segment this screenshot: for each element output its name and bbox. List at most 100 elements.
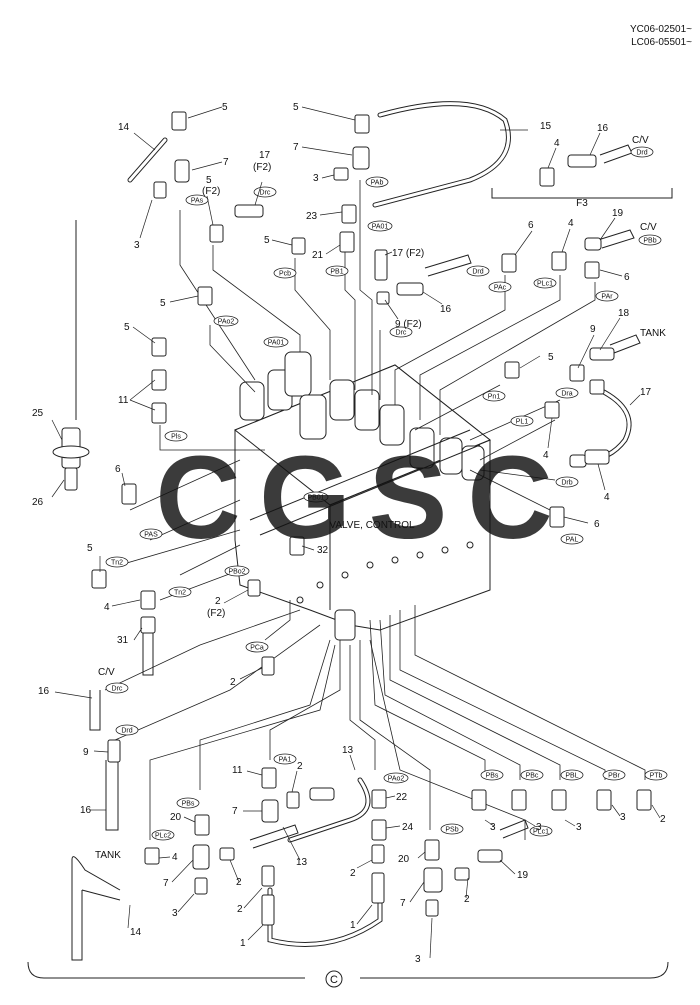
port-tag-pao2: PAo2 <box>213 315 239 327</box>
label-n25: 25 <box>32 408 44 419</box>
label-n11b: 11 <box>232 765 243 776</box>
svg-text:Tn2: Tn2 <box>111 560 123 567</box>
hose-inner <box>128 102 631 946</box>
port-tag-drd-lower: Drd <box>115 724 139 736</box>
port-tag-dra: Dra <box>555 387 579 399</box>
label-n7c: 7 <box>232 806 238 817</box>
svg-text:PAL: PAL <box>566 537 579 544</box>
part-labels: 5 14 7 3 5 (F2) 17 (F2) 5 7 3 15 23 4 16… <box>32 102 666 965</box>
port-tag-tn2-a: Tn2 <box>105 556 129 568</box>
label-n1a: 1 <box>240 938 246 949</box>
port-tag-pls: Pls <box>164 430 188 442</box>
svg-text:PBs: PBs <box>486 773 499 780</box>
label-tank-b: TANK <box>95 850 121 861</box>
label-n9f2: 9 (F2) <box>395 319 422 330</box>
svg-text:PB01: PB01 <box>307 495 324 502</box>
svg-text:PA01: PA01 <box>372 224 389 231</box>
label-f2b: (F2) <box>253 162 271 173</box>
leader-lines <box>104 180 646 840</box>
label-n13a: 13 <box>342 745 354 756</box>
svg-text:PAS: PAS <box>144 532 158 539</box>
label-n4d: 4 <box>604 492 610 503</box>
label-n6b: 6 <box>624 272 630 283</box>
label-n6d: 6 <box>594 519 600 530</box>
label-f2a: (F2) <box>202 186 220 197</box>
port-tag-par: PAr <box>595 290 619 302</box>
port-tag-drd-cv: Drd <box>630 146 654 158</box>
port-tag-pb1: PB1 <box>325 265 349 277</box>
label-n9b: 9 <box>83 747 89 758</box>
svg-text:Dra: Dra <box>561 391 572 398</box>
label-n2b: 2 <box>230 677 236 688</box>
svg-text:PLc1: PLc1 <box>537 281 553 288</box>
label-n3a: 3 <box>134 240 140 251</box>
label-n5d: 5 <box>160 298 166 309</box>
label-n4e: 4 <box>104 602 110 613</box>
label-n2f: 2 <box>464 894 470 905</box>
f3-group-bracket <box>491 188 673 199</box>
port-tag-pbc: PBc <box>520 769 544 781</box>
label-cv1: C/V <box>632 135 649 146</box>
valve-control-label: VALVE, CONTROL <box>329 520 415 531</box>
fittings <box>52 111 652 926</box>
label-n1b: 1 <box>350 920 356 931</box>
svg-text:PAb: PAb <box>371 180 384 187</box>
svg-text:PBc: PBc <box>526 773 539 780</box>
port-tag-drd-mid: Drd <box>466 265 490 277</box>
label-cv3: C/V <box>98 667 115 678</box>
label-n13b: 13 <box>296 857 308 868</box>
label-n19b: 19 <box>517 870 529 881</box>
label-n7b: 7 <box>293 142 299 153</box>
f3-group-label: F3 <box>576 198 588 209</box>
label-n15: 15 <box>540 121 552 132</box>
port-tag-pa01-valve: PA01 <box>263 336 289 348</box>
svg-text:Drd: Drd <box>121 728 132 735</box>
port-tag-ptb: PTb <box>644 769 668 781</box>
port-tag-drb: Drb <box>555 476 579 488</box>
label-n26: 26 <box>32 497 44 508</box>
control-valve-body <box>234 351 491 641</box>
label-n18: 18 <box>618 308 630 319</box>
label-n5f2: 5 <box>206 175 212 186</box>
label-n2c: 2 <box>297 761 303 772</box>
label-n2a: 2 <box>215 596 221 607</box>
label-n2d: 2 <box>660 814 666 825</box>
svg-text:Drc: Drc <box>260 190 271 197</box>
port-tag-drc-lower: Drc <box>105 682 129 694</box>
label-n21: 21 <box>312 250 324 261</box>
serial-number-2: LC06-05501~ <box>631 37 692 48</box>
port-tag-pac: PAc <box>488 281 512 293</box>
svg-text:PLc2: PLc2 <box>155 833 171 840</box>
svg-text:Drd: Drd <box>472 269 483 276</box>
port-tag-pbb: PBb <box>638 234 662 246</box>
port-tag-pl1: PL1 <box>510 415 534 427</box>
port-tag-pbs: PBs <box>480 769 504 781</box>
label-n24: 24 <box>402 822 414 833</box>
watermark-letter-2: G <box>259 432 351 564</box>
section-mark-circle <box>325 970 343 988</box>
svg-text:PA1: PA1 <box>279 757 292 764</box>
watermark-logo: C G S C <box>155 432 552 564</box>
label-n11a: 11 <box>118 395 129 406</box>
port-tag-pao2-b: PAo2 <box>383 772 409 784</box>
svg-text:PA01: PA01 <box>268 340 285 347</box>
svg-text:Drb: Drb <box>561 480 572 487</box>
svg-text:PCa: PCa <box>250 645 264 652</box>
label-n3g: 3 <box>172 908 178 919</box>
svg-text:PTb: PTb <box>650 773 663 780</box>
svg-text:Pcb: Pcb <box>279 271 291 278</box>
port-tag-pn1: Pn1 <box>482 390 506 402</box>
label-n4a: 4 <box>554 138 560 149</box>
label-n6c: 6 <box>115 464 121 475</box>
port-tag-pal: PAL <box>560 533 584 545</box>
label-n32: 32 <box>317 545 329 556</box>
svg-text:PAr: PAr <box>601 294 613 301</box>
port-tag-pa1: PA1 <box>273 753 297 765</box>
bottom-bracket <box>27 961 669 979</box>
svg-text:Drc: Drc <box>396 330 407 337</box>
label-n20b: 20 <box>398 854 410 865</box>
port-tag-pcb: Pcb <box>273 267 297 279</box>
watermark-letter-4: C <box>467 432 552 564</box>
